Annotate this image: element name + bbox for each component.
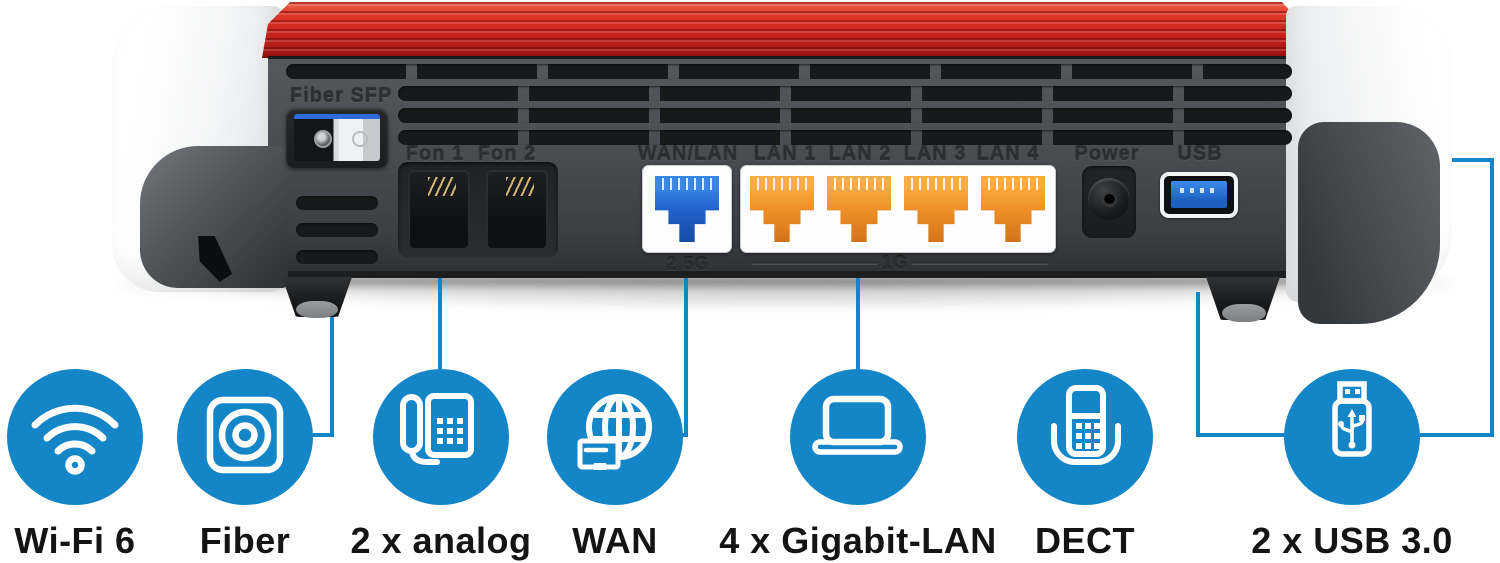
wan-globe-icon	[577, 394, 652, 470]
lan-callout-line	[856, 277, 860, 373]
laptop-lan-icon	[812, 395, 903, 455]
rj11-pins	[506, 177, 534, 196]
wan-lan-label: WAN/LAN	[637, 143, 739, 165]
lan-speed-line	[752, 262, 878, 265]
feature-analog	[373, 369, 509, 505]
router-right-side	[1298, 122, 1440, 324]
vent-row	[398, 108, 1292, 123]
feature-label-usb: 2 x USB 3.0	[1251, 520, 1453, 561]
rj45-pins	[757, 178, 807, 190]
analog-phone-icon	[400, 393, 474, 465]
feature-dect	[1017, 369, 1153, 505]
usb-callout-line-left	[1196, 433, 1286, 437]
analog-callout-line	[438, 277, 442, 373]
lan-speed-label: 1G	[881, 253, 908, 273]
rj45-pins	[911, 178, 961, 190]
feature-label-wifi: Wi-Fi 6	[14, 520, 136, 561]
wifi-icon	[31, 404, 119, 475]
wan-callout-line	[684, 277, 688, 437]
feature-label-dect: DECT	[1035, 520, 1135, 561]
feature-wifi	[7, 369, 143, 505]
vent-slot	[296, 250, 378, 264]
vent-row	[398, 86, 1292, 101]
vent-slot	[296, 223, 378, 237]
fiber-sfp-label: Fiber SFP	[290, 85, 393, 107]
fon1-port	[408, 170, 470, 250]
fon2-label: Fon 2	[477, 143, 537, 165]
feature-lan	[790, 369, 926, 505]
router-shadow-core	[230, 277, 1350, 291]
fiber-callout-line	[330, 316, 334, 437]
feature-wan	[547, 369, 683, 505]
lan-speed-line	[912, 262, 1048, 265]
lan2-label: LAN 2	[828, 143, 892, 165]
lan3-label: LAN 3	[903, 143, 967, 165]
rj45-pins	[988, 178, 1038, 190]
fiber-callout-line	[308, 433, 334, 437]
dect-handset-icon	[1051, 385, 1121, 465]
feature-label-lan: 4 x Gigabit-LAN	[719, 520, 997, 561]
fon2-port	[486, 170, 548, 250]
router-foot-left-tip	[296, 301, 338, 318]
sfp-fiber-hole	[314, 130, 332, 148]
usb-callout-line-right	[1490, 158, 1494, 437]
feature-usb	[1284, 369, 1420, 505]
vent-row	[398, 130, 1292, 145]
fon1-label: Fon 1	[405, 143, 465, 165]
lan4-label: LAN 4	[976, 143, 1040, 165]
rj11-pins	[428, 177, 456, 196]
feature-fiber	[177, 369, 313, 505]
rj45-pins	[662, 178, 712, 190]
feature-label-wan: WAN	[572, 520, 658, 561]
usb-port-tongue	[1171, 181, 1227, 208]
router-foot-right-tip	[1222, 304, 1266, 322]
wan-speed-label: 2.5G	[666, 254, 710, 274]
power-label: Power	[1074, 143, 1140, 165]
usb-port-pins	[1180, 188, 1218, 193]
feature-label-fiber: Fiber	[199, 520, 291, 561]
usb-callout-line-left	[1196, 292, 1200, 437]
vent-row	[286, 64, 1292, 79]
usb-callout-line-right	[1452, 158, 1494, 162]
lan1-label: LAN 1	[753, 143, 817, 165]
rj45-pins	[834, 178, 884, 190]
power-jack-pin	[1104, 194, 1115, 205]
fiber-outlet-icon	[206, 396, 284, 474]
router-red-top	[262, 2, 1310, 58]
vent-slot	[296, 196, 378, 210]
usb-label: USB	[1177, 143, 1223, 165]
feature-label-analog: 2 x analog	[350, 520, 532, 561]
usb-stick-icon	[1332, 381, 1372, 457]
sfp-fiber-ring	[352, 131, 368, 147]
usb-callout-line-right	[1420, 433, 1494, 437]
